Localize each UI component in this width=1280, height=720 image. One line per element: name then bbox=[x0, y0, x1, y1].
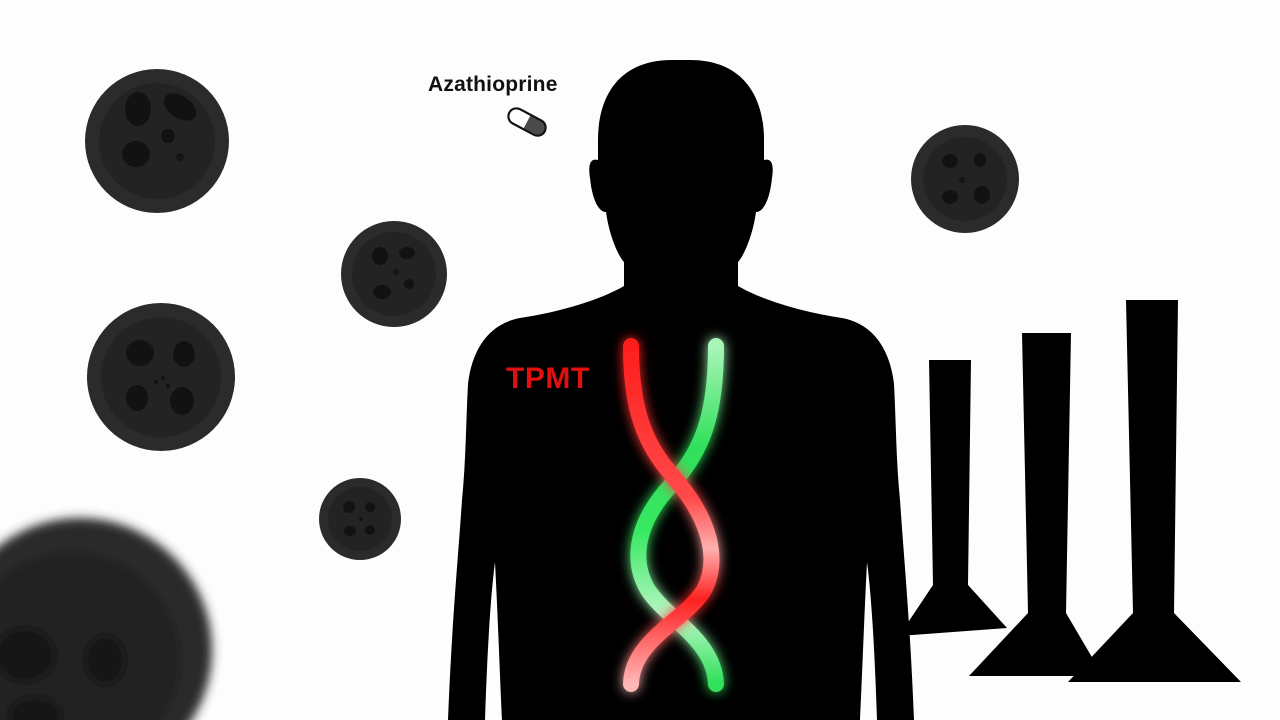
gene-label: TPMT bbox=[506, 362, 590, 395]
capsule-pill-icon bbox=[507, 107, 547, 137]
dna-helix-icon bbox=[623, 338, 724, 692]
blood-cell-icon bbox=[319, 478, 401, 560]
blood-cell-icon bbox=[911, 125, 1019, 233]
blood-cell-icon bbox=[87, 303, 235, 451]
human-silhouette-icon bbox=[448, 60, 914, 720]
blood-cell-icon bbox=[85, 69, 229, 213]
blood-cell-icon bbox=[341, 221, 447, 327]
blood-cell-icon bbox=[0, 518, 212, 720]
pedestal-pillar-icon bbox=[899, 300, 1241, 682]
drug-label: Azathioprine bbox=[428, 73, 558, 96]
